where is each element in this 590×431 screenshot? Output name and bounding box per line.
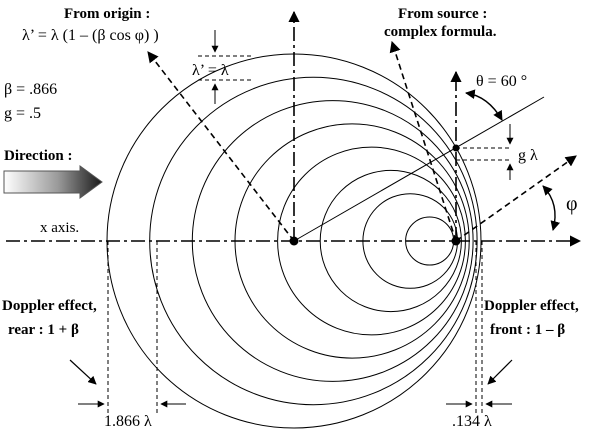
g-lambda-label: g λ bbox=[518, 147, 538, 164]
source-ray-dashed bbox=[389, 40, 457, 242]
from-origin-title: From origin : bbox=[64, 6, 150, 22]
phi-arc bbox=[542, 185, 561, 231]
front-pointer-arrow bbox=[487, 359, 513, 385]
theta-label: θ = 60 ° bbox=[476, 73, 527, 90]
front-value-label: .134 λ bbox=[452, 413, 492, 430]
source-point-icon bbox=[451, 236, 461, 246]
origin-point-icon bbox=[289, 236, 299, 246]
from-source-subtitle: complex formula. bbox=[384, 24, 497, 40]
doppler-rear-title: Doppler effect, bbox=[2, 298, 97, 314]
origin-formula: λ’ = λ (1 – (β cos φ) ) bbox=[22, 27, 159, 44]
rear-value-label: 1.866 λ bbox=[104, 413, 152, 430]
doppler-front-formula: front : 1 – β bbox=[490, 322, 565, 338]
direction-arrow-icon bbox=[3, 165, 103, 199]
from-source-title: From source : bbox=[398, 6, 487, 22]
lambda-prime-label: λ’ = λ bbox=[192, 62, 229, 79]
theta-ray bbox=[293, 96, 545, 242]
beta-value: β = .866 bbox=[4, 81, 57, 98]
theta-arc bbox=[465, 89, 503, 121]
doppler-front-title: Doppler effect, bbox=[484, 298, 579, 314]
x-axis-label: x axis. bbox=[40, 220, 79, 236]
g-value: g = .5 bbox=[4, 105, 41, 122]
g-lambda-point bbox=[452, 144, 460, 152]
phi-label: φ bbox=[566, 193, 578, 215]
phi-ray-dashed bbox=[455, 155, 577, 242]
rear-pointer-arrow bbox=[69, 359, 97, 385]
direction-label: Direction : bbox=[4, 148, 72, 164]
doppler-rear-formula: rear : 1 + β bbox=[8, 322, 79, 338]
